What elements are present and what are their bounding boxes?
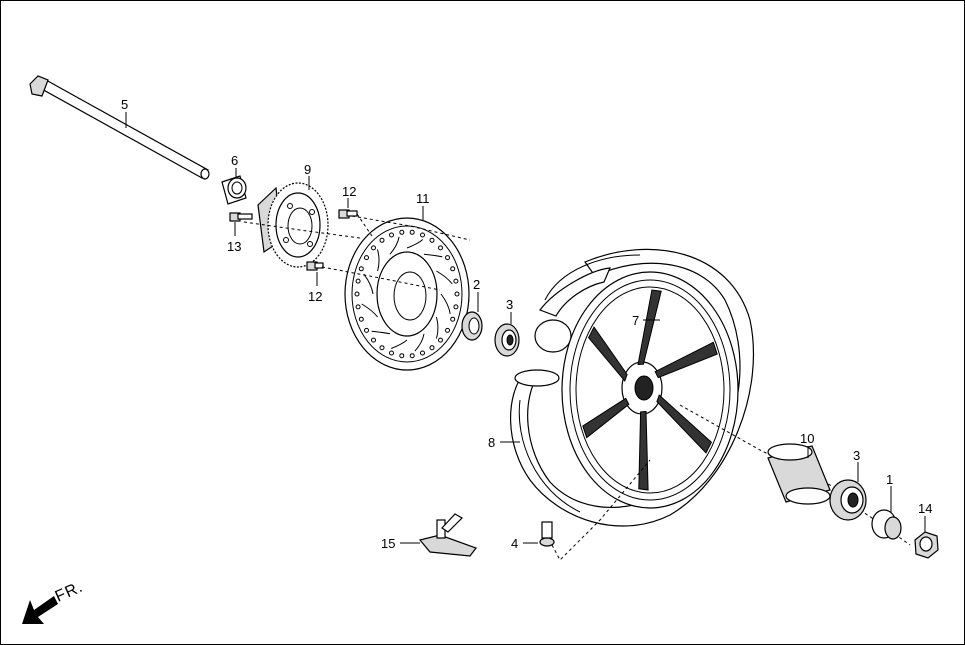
oil-seal — [461, 311, 483, 341]
disc-hole — [358, 316, 364, 322]
assembly-line — [551, 459, 651, 561]
brake-disc — [344, 217, 470, 371]
disc-slot — [440, 293, 451, 314]
axle-shaft — [29, 75, 210, 180]
disc-hole — [453, 304, 459, 310]
rim-spoke — [637, 289, 662, 366]
disc-slot — [391, 339, 408, 349]
abs-tone-ring — [257, 182, 329, 268]
disc-hole — [389, 350, 394, 356]
disc-hole — [371, 337, 376, 343]
disc-slot — [361, 303, 378, 318]
disc-hole — [420, 232, 425, 238]
disc-hole — [379, 345, 385, 351]
disc-hole — [358, 266, 364, 272]
disc-slot — [414, 333, 425, 352]
rim-spoke — [638, 410, 649, 491]
spacer-collar — [221, 175, 247, 205]
disc-hole — [438, 245, 443, 251]
direction-label: FR. — [53, 578, 86, 605]
disc-hole — [354, 291, 360, 297]
callout-2: 2 — [473, 277, 480, 292]
disc-hole — [445, 255, 450, 261]
disc-slot — [371, 330, 391, 335]
disc-slot — [389, 236, 400, 255]
disc-hole — [379, 237, 385, 243]
disc-hole — [371, 245, 376, 251]
callout-14: 14 — [918, 501, 932, 516]
side-collar — [871, 509, 902, 540]
assembly-line — [243, 221, 361, 239]
rim-spoke — [588, 326, 628, 382]
callout-5: 5 — [121, 97, 128, 112]
disc-hole — [453, 278, 459, 284]
callout-9: 9 — [304, 162, 311, 177]
disc-hole — [355, 278, 361, 284]
disc-slot — [423, 253, 443, 258]
disc-hole — [364, 327, 369, 333]
callout-3-left: 3 — [506, 297, 513, 312]
callout-13: 13 — [227, 239, 241, 254]
callout-3-right: 3 — [853, 448, 860, 463]
callout-4: 4 — [511, 536, 518, 551]
disc-hole — [438, 337, 443, 343]
disc-hole — [429, 345, 435, 351]
callout-7: 7 — [632, 313, 639, 328]
disc-hole — [364, 255, 369, 261]
disc-hole — [389, 232, 394, 238]
callout-11: 11 — [416, 191, 430, 206]
axle-nut — [914, 531, 939, 559]
disc-hole — [450, 316, 456, 322]
disc-hole — [409, 353, 415, 359]
tire-valve — [539, 521, 555, 547]
callout-12-upper: 12 — [342, 184, 356, 199]
disc-hole — [399, 353, 405, 359]
bolt-13 — [229, 212, 253, 222]
disc-hole — [399, 229, 405, 235]
callout-15: 15 — [381, 536, 395, 551]
bearing-right — [829, 479, 867, 521]
disc-hole — [420, 350, 425, 356]
disc-slot — [377, 249, 380, 272]
rim-spoke — [656, 394, 713, 454]
callout-8: 8 — [488, 435, 495, 450]
assembly-line — [351, 215, 471, 241]
disc-slot — [436, 270, 453, 285]
wheel-spacer — [767, 443, 831, 505]
disc-hole — [450, 266, 456, 272]
disc-hole — [409, 229, 415, 235]
wheel-rim — [561, 271, 739, 509]
disc-hole — [454, 291, 460, 297]
assembly-line — [321, 266, 441, 291]
assembly-line — [356, 213, 373, 237]
disc-hole — [445, 327, 450, 333]
rim-spoke — [582, 397, 630, 439]
bolt-12-lower — [306, 261, 324, 271]
callout-10: 10 — [800, 431, 814, 446]
disc-slot — [435, 316, 439, 339]
disc-slot — [406, 239, 424, 249]
callout-12-lower: 12 — [308, 289, 322, 304]
callout-1: 1 — [886, 472, 893, 487]
front-direction-arrow — [22, 596, 58, 624]
callout-6: 6 — [231, 153, 238, 168]
disc-hole — [355, 304, 361, 310]
bearing-left — [494, 323, 520, 357]
tire — [510, 248, 754, 527]
tpms-sensor — [418, 513, 477, 557]
disc-slot — [363, 273, 374, 295]
disc-hole — [429, 237, 435, 243]
rim-spoke — [654, 341, 718, 379]
